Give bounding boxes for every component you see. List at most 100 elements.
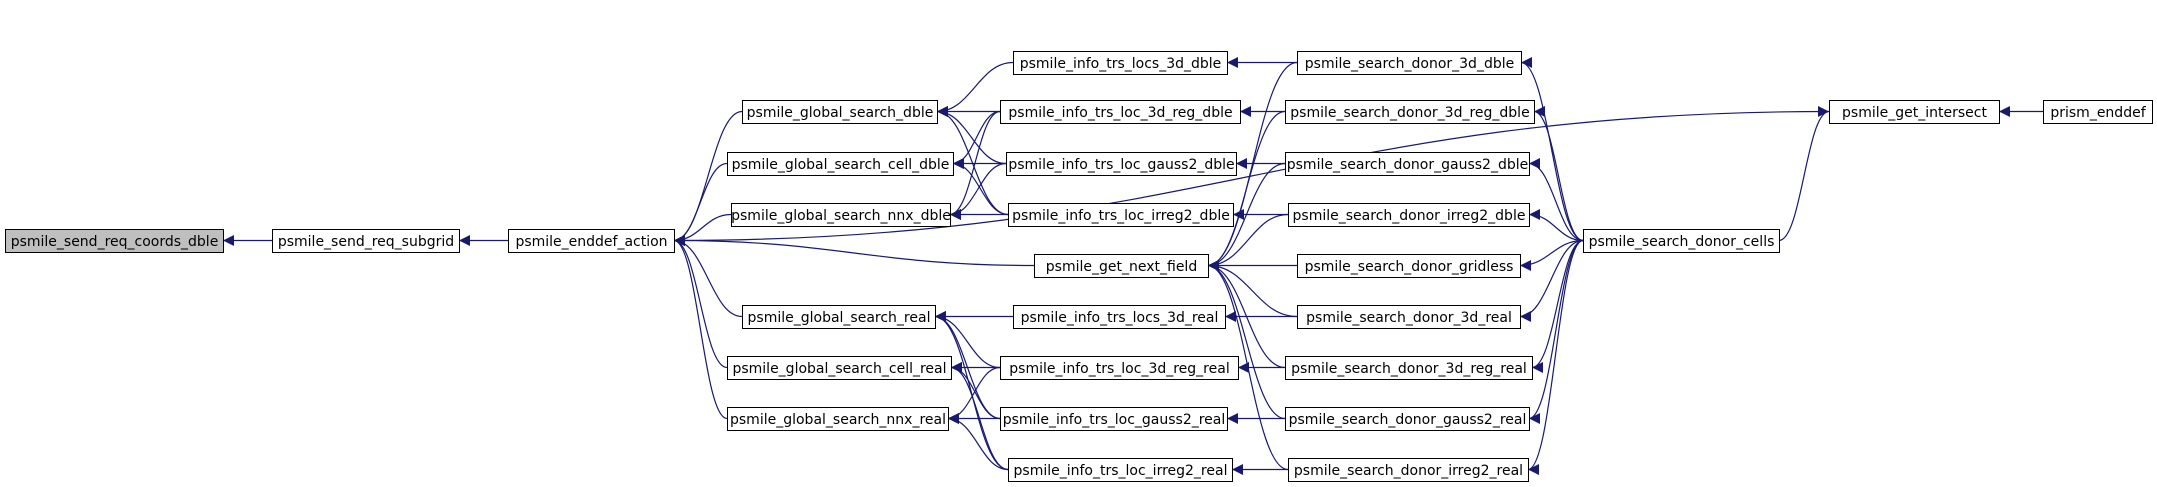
node-label: psmile_search_donor_cells [1589,234,1775,250]
edge-search_donor_cells-to-search_donor_irreg2_real [1527,239,1584,475]
edge-get_next_field-to-enddef_action [673,235,1035,267]
node-box [1288,458,1529,482]
node-info_trs_loc_gauss2_real[interactable]: psmile_info_trs_loc_gauss2_real [1000,407,1228,431]
node-box [1297,51,1522,75]
edge-info_trs_loc_gauss2_real-to-global_search_cell_real [950,362,1001,420]
node-label: psmile_search_donor_3d_reg_dble [1290,105,1529,121]
node-search_donor_3d_reg_real[interactable]: psmile_search_donor_3d_reg_real [1285,356,1533,380]
node-box [508,229,675,253]
node-box [727,407,949,431]
edge-info_trs_loc_gauss2_dble-to-global_search_nnx_dble [949,162,1007,220]
edge-search_donor_cells-to-search_donor_3d_reg_real [1531,239,1584,373]
node-info_trs_loc_irreg2_dble[interactable]: psmile_info_trs_loc_irreg2_dble [1008,203,1234,227]
node-box [742,100,938,124]
node-info_trs_loc_gauss2_dble[interactable]: psmile_info_trs_loc_gauss2_dble [1006,152,1237,176]
edge-search_donor_cells-to-search_donor_3d_reg_dble [1533,106,1584,242]
node-label: psmile_search_donor_gauss2_real [1289,412,1527,428]
edge-search_donor_cells-to-search_donor_3d_dble [1520,57,1584,242]
node-label: psmile_info_trs_locs_3d_dble [1020,56,1222,72]
node-search_donor_cells[interactable]: psmile_search_donor_cells [1583,229,1780,253]
node-box [1013,51,1228,75]
node-box [1285,152,1530,176]
node-label: psmile_get_intersect [1842,105,1987,121]
edge-search_donor_3d_real-to-get_next_field [1207,260,1298,318]
node-search_donor_3d_reg_dble[interactable]: psmile_search_donor_3d_reg_dble [1285,100,1535,124]
node-search_donor_gridless[interactable]: psmile_search_donor_gridless [1297,254,1521,278]
node-label: prism_enddef [2050,105,2146,121]
node-global_search_cell_real[interactable]: psmile_global_search_cell_real [727,356,952,380]
node-label: psmile_info_trs_loc_irreg2_dble [1012,208,1230,224]
node-box [1000,356,1239,380]
node-global_search_cell_dble[interactable]: psmile_global_search_cell_dble [727,152,954,176]
node-get_intersect[interactable]: psmile_get_intersect [1829,100,2000,124]
node-search_donor_3d_dble[interactable]: psmile_search_donor_3d_dble [1297,51,1522,75]
node-box [1297,305,1521,329]
node-box [1000,100,1241,124]
node-box [1034,254,1209,278]
node-prism_enddef[interactable]: prism_enddef [2043,100,2153,124]
edge-search_donor_gauss2_real-to-get_next_field [1207,260,1286,420]
node-label: psmile_enddef_action [515,234,667,250]
node-label: psmile_send_req_coords_dble [11,234,219,250]
node-enddef_action[interactable]: psmile_enddef_action [508,229,675,253]
node-label: psmile_search_donor_3d_dble [1305,56,1514,72]
node-label: psmile_search_donor_irreg2_real [1294,463,1523,479]
node-send_req_subgrid[interactable]: psmile_send_req_subgrid [272,229,460,253]
node-box [731,203,951,227]
node-box [1013,305,1226,329]
node-label: psmile_global_search_dble [747,105,934,121]
node-search_donor_3d_real[interactable]: psmile_search_donor_3d_real [1297,305,1521,329]
node-box [727,356,952,380]
node-box [2043,100,2153,124]
node-search_donor_irreg2_real[interactable]: psmile_search_donor_irreg2_real [1288,458,1529,482]
edge-search_donor_cells-to-search_donor_3d_real [1519,239,1584,322]
node-search_donor_gauss2_real[interactable]: psmile_search_donor_gauss2_real [1285,407,1530,431]
node-info_trs_locs_3d_real[interactable]: psmile_info_trs_locs_3d_real [1013,305,1226,329]
node-box [1006,152,1237,176]
edge-search_donor_irreg2_real-to-get_next_field [1207,260,1289,471]
node-label: psmile_search_donor_gridless [1305,259,1514,275]
edge-get_intersect-to-enddef_action [673,110,1830,246]
node-box [1297,254,1521,278]
edge-search_donor_3d_reg_real-to-get_next_field [1207,260,1286,369]
node-send_req_coords_dble[interactable]: psmile_send_req_coords_dble [5,229,224,253]
node-box [1285,100,1535,124]
node-label: psmile_search_donor_gauss2_dble [1287,157,1528,173]
node-box [5,229,224,253]
node-info_trs_loc_3d_reg_dble[interactable]: psmile_info_trs_loc_3d_reg_dble [1000,100,1241,124]
edge-search_donor_3d_reg_dble-to-get_next_field [1207,110,1286,271]
node-info_trs_locs_3d_dble[interactable]: psmile_info_trs_locs_3d_dble [1013,51,1228,75]
edge-global_search_cell_real-to-enddef_action [673,235,728,369]
edge-search_donor_cells-to-search_donor_gauss2_dble [1528,158,1584,242]
node-label: psmile_info_trs_loc_3d_reg_dble [1008,105,1232,121]
node-info_trs_loc_3d_reg_real[interactable]: psmile_info_trs_loc_3d_reg_real [1000,356,1239,380]
node-global_search_dble[interactable]: psmile_global_search_dble [742,100,938,124]
edge-search_donor_cells-to-search_donor_irreg2_dble [1528,209,1584,242]
node-label: psmile_global_search_nnx_dble [731,208,951,224]
node-label: psmile_info_trs_locs_3d_real [1021,310,1219,326]
node-box [1583,229,1780,253]
node-label: psmile_info_trs_loc_gauss2_real [1003,412,1226,428]
node-box [1829,100,2000,124]
node-box [1000,407,1228,431]
node-box [1008,458,1233,482]
node-get_next_field[interactable]: psmile_get_next_field [1034,254,1209,278]
node-label: psmile_search_donor_irreg2_dble [1293,208,1526,224]
node-box [1285,356,1533,380]
node-global_search_real[interactable]: psmile_global_search_real [742,305,936,329]
node-global_search_nnx_real[interactable]: psmile_global_search_nnx_real [727,407,949,431]
node-info_trs_loc_irreg2_real[interactable]: psmile_info_trs_loc_irreg2_real [1008,458,1233,482]
node-label: psmile_info_trs_loc_3d_reg_real [1009,361,1229,377]
node-label: psmile_global_search_cell_real [732,361,946,377]
node-label: psmile_get_next_field [1046,259,1197,275]
node-box [742,305,936,329]
node-label: psmile_send_req_subgrid [278,234,454,250]
edge-search_donor_cells-to-get_intersect [1778,106,1830,242]
node-search_donor_gauss2_dble[interactable]: psmile_search_donor_gauss2_dble [1285,152,1530,176]
node-search_donor_irreg2_dble[interactable]: psmile_search_donor_irreg2_dble [1288,203,1530,227]
node-box [727,152,954,176]
node-global_search_nnx_dble[interactable]: psmile_global_search_nnx_dble [731,203,951,227]
node-box [1008,203,1234,227]
node-label: psmile_global_search_cell_dble [732,157,950,173]
